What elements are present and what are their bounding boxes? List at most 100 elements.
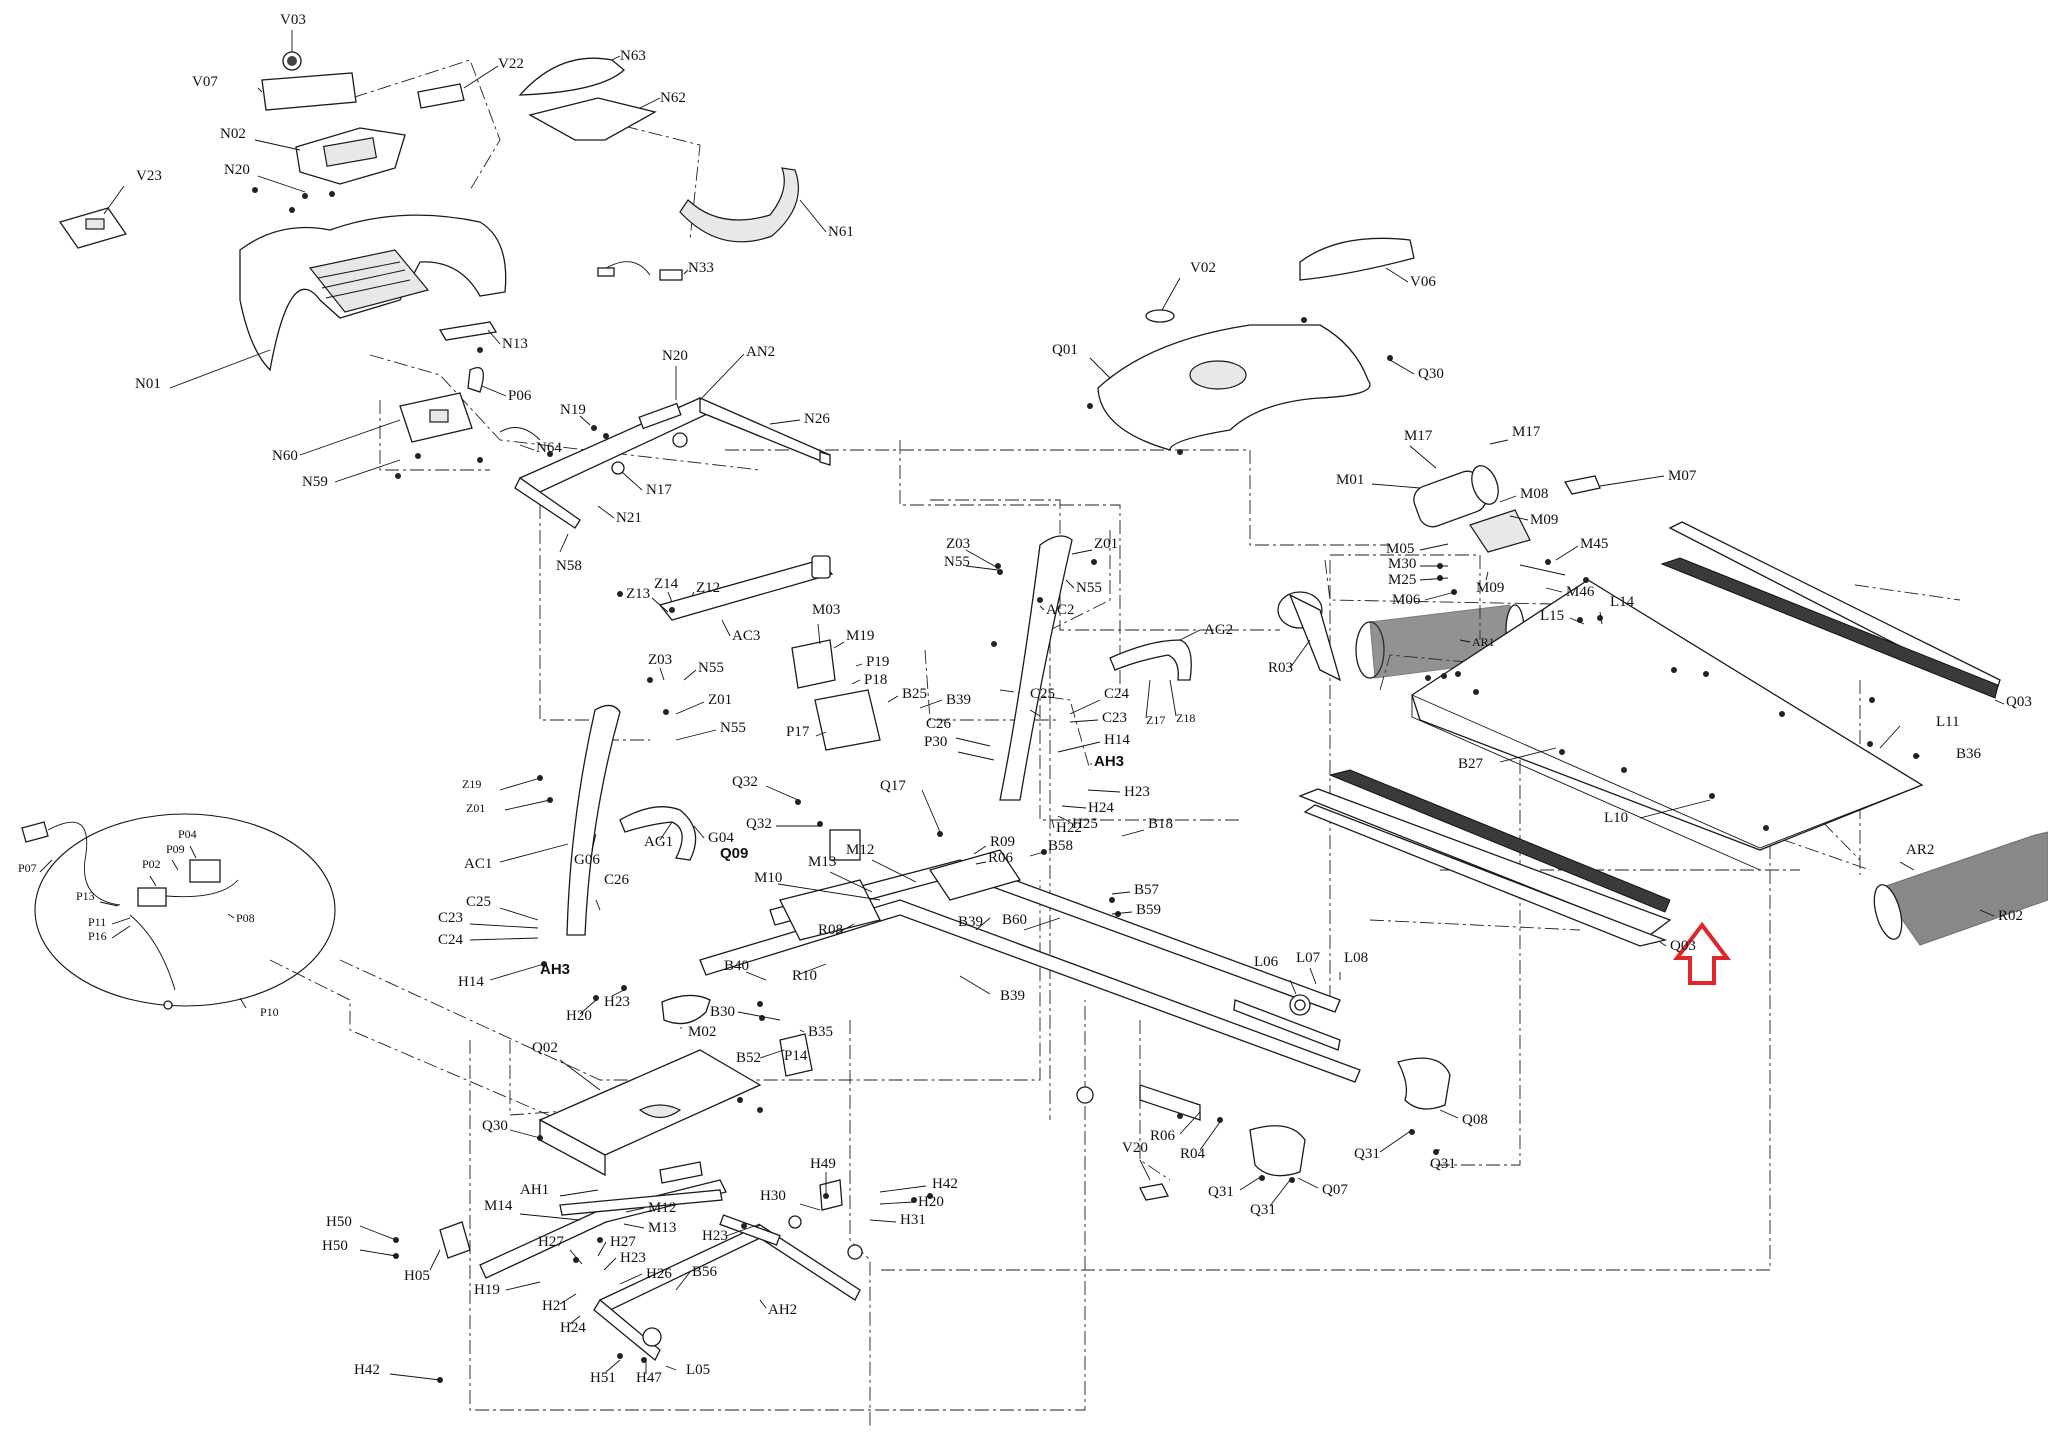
leader-line-p13 bbox=[99, 901, 119, 907]
part-label-p13: P13 bbox=[76, 889, 95, 903]
leader-line-ar2 bbox=[1899, 861, 1915, 871]
leader-line-c26b bbox=[595, 899, 601, 911]
part-label-z19: Z19 bbox=[462, 777, 481, 791]
leader-line-z12 bbox=[691, 591, 695, 597]
leader-line-n26 bbox=[769, 419, 801, 425]
part-label-z17: Z17 bbox=[1146, 713, 1165, 727]
part-label-v20: V20 bbox=[1122, 1140, 1148, 1156]
part-label-m01: M01 bbox=[1336, 472, 1364, 488]
screw-icon bbox=[1779, 711, 1785, 717]
part-label-ah3a: AH3 bbox=[1094, 753, 1124, 770]
part-label-b58: B58 bbox=[1048, 838, 1073, 854]
leader-line-q31c bbox=[1239, 1175, 1263, 1191]
screw-icon bbox=[415, 453, 421, 459]
screw-icon bbox=[302, 193, 308, 199]
screw-icon bbox=[617, 591, 623, 597]
part-label-l11: L11 bbox=[1936, 714, 1960, 730]
part-label-h24a: H24 bbox=[1088, 800, 1114, 816]
leader-line-c23a bbox=[1069, 719, 1099, 723]
leader-line-h24a bbox=[1061, 805, 1087, 809]
leader-line-c25b bbox=[499, 907, 539, 921]
part-label-m09a: M09 bbox=[1530, 512, 1558, 528]
part-label-m17b: M17 bbox=[1512, 424, 1541, 440]
part-label-m09b: M09 bbox=[1476, 580, 1504, 596]
leader-line-n58 bbox=[559, 533, 569, 553]
screw-icon bbox=[477, 457, 483, 463]
part-label-l15: L15 bbox=[1540, 608, 1564, 624]
leader-line-q31d bbox=[1269, 1179, 1291, 1207]
screw-icon bbox=[1409, 1129, 1415, 1135]
leader-line-q32a bbox=[765, 785, 799, 801]
part-label-c23a: C23 bbox=[1102, 710, 1127, 726]
leader-line-h42b bbox=[389, 1373, 441, 1381]
leader-line-ac1 bbox=[499, 843, 569, 863]
leader-line-m13b bbox=[623, 1223, 645, 1229]
part-label-b60: B60 bbox=[1002, 912, 1027, 928]
leader-line-q03a bbox=[1994, 699, 2005, 705]
leader-line-p06 bbox=[481, 385, 507, 397]
part-label-n02: N02 bbox=[220, 126, 246, 142]
leader-line-m05 bbox=[1419, 543, 1449, 551]
leader-line-z01b bbox=[675, 701, 705, 715]
screw-icon bbox=[289, 207, 295, 213]
leader-line-n20 bbox=[257, 175, 306, 193]
part-label-m25: M25 bbox=[1388, 572, 1416, 588]
screw-icon bbox=[1867, 741, 1873, 747]
leader-line-h14a bbox=[1057, 741, 1101, 753]
part-label-m14: M14 bbox=[484, 1198, 513, 1214]
part-label-b40: B40 bbox=[724, 958, 749, 974]
leader-line-h22 bbox=[1051, 819, 1055, 829]
part-label-p19: P19 bbox=[866, 654, 889, 670]
leader-line-q01 bbox=[1089, 357, 1111, 379]
part-label-l06: L06 bbox=[1254, 954, 1279, 970]
leader-line-r08 bbox=[835, 923, 855, 935]
part-label-v22: V22 bbox=[498, 56, 524, 72]
part-label-q31d: Q31 bbox=[1250, 1202, 1276, 1218]
screw-icon bbox=[1177, 449, 1183, 455]
part-label-h19: H19 bbox=[474, 1282, 500, 1298]
power-cord-inset bbox=[21, 813, 336, 1010]
screw-icon bbox=[995, 563, 1001, 569]
leader-line-h30 bbox=[799, 1203, 821, 1211]
part-label-b39a: B39 bbox=[946, 692, 971, 708]
screw-icon bbox=[937, 831, 943, 837]
part-label-m07: M07 bbox=[1668, 468, 1697, 484]
part-label-q32b: Q32 bbox=[746, 816, 772, 832]
part-label-ac3: AC3 bbox=[732, 628, 760, 644]
part-label-ah2: AH2 bbox=[768, 1302, 797, 1318]
leader-line-q02 bbox=[559, 1059, 601, 1091]
leader-line-z13 bbox=[651, 597, 669, 613]
part-label-ag1: AG1 bbox=[644, 834, 673, 850]
leader-line-n60 bbox=[299, 419, 401, 456]
part-label-n61: N61 bbox=[828, 224, 854, 240]
leader-line-r10 bbox=[799, 963, 827, 975]
part-label-h24b: H24 bbox=[560, 1320, 586, 1336]
leader-line-p19 bbox=[855, 663, 863, 667]
leader-line-b18 bbox=[1121, 829, 1145, 837]
part-label-z01c: Z01 bbox=[466, 801, 485, 815]
part-label-c25a: C25 bbox=[1030, 686, 1055, 702]
leader-line-b27 bbox=[1499, 747, 1557, 763]
leader-line-z01a bbox=[1071, 549, 1093, 555]
part-label-p10: P10 bbox=[260, 1005, 279, 1019]
leader-line-m46 bbox=[1545, 587, 1563, 593]
part-label-h22: H22 bbox=[1056, 820, 1082, 836]
part-label-g06: G06 bbox=[574, 852, 600, 868]
part-label-c25b: C25 bbox=[466, 894, 491, 910]
part-label-m12b: M12 bbox=[648, 1200, 676, 1216]
part-label-r06a: R06 bbox=[988, 850, 1014, 866]
screw-icon bbox=[1455, 671, 1461, 677]
part-label-r02: R02 bbox=[1998, 908, 2023, 924]
part-label-h27b: H27 bbox=[610, 1234, 636, 1250]
leader-line-n55c bbox=[683, 669, 697, 681]
part-label-z13: Z13 bbox=[626, 586, 650, 602]
screw-icon bbox=[663, 709, 669, 715]
part-label-q02: Q02 bbox=[532, 1040, 558, 1056]
screw-icon bbox=[593, 995, 599, 1001]
leader-line-m13a bbox=[829, 871, 873, 893]
part-label-h05: H05 bbox=[404, 1268, 430, 1284]
part-label-v06: V06 bbox=[1410, 274, 1436, 290]
part-label-h50a: H50 bbox=[326, 1214, 352, 1230]
screw-icon bbox=[1621, 767, 1627, 773]
part-label-q30b: Q30 bbox=[482, 1118, 508, 1134]
